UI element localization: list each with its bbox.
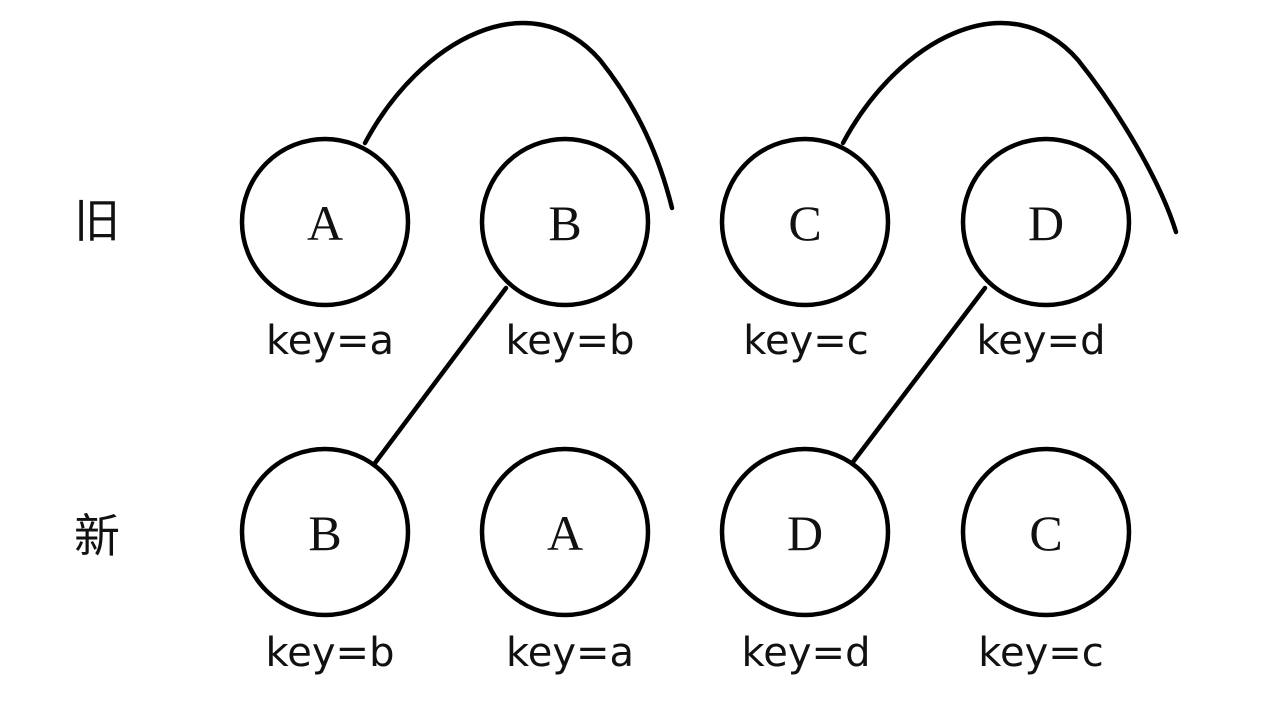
move-arrow-a-after-b: [362, 20, 675, 211]
node-circle: [239, 136, 411, 308]
node-circle: [960, 136, 1132, 308]
node-key-label: key=a: [266, 318, 394, 364]
node-letter: B: [548, 195, 581, 251]
old-node-c: C key=c: [719, 136, 891, 364]
move-arrow-c-after-d: [840, 20, 1179, 235]
row-label-old: 旧: [74, 194, 120, 248]
node-letter: D: [787, 505, 823, 561]
node-letter: C: [1029, 505, 1062, 561]
new-node-d: D key=d: [719, 446, 891, 676]
node-key-label: key=b: [266, 630, 395, 676]
node-key-label: key=d: [742, 630, 871, 676]
node-key-label: key=c: [978, 630, 1104, 676]
node-circle: [479, 136, 651, 308]
node-key-label: key=c: [743, 318, 869, 364]
row-label-new: 新: [74, 509, 120, 563]
node-letter: D: [1028, 195, 1064, 251]
node-key-label: key=a: [506, 630, 634, 676]
old-node-b: B key=b: [479, 136, 651, 364]
node-circle: [239, 446, 411, 618]
node-circle: [960, 446, 1132, 618]
node-key-label: key=b: [506, 318, 635, 364]
node-key-label: key=d: [977, 318, 1106, 364]
old-node-a: A key=a: [239, 136, 411, 364]
node-letter: A: [547, 505, 583, 561]
node-letter: B: [308, 505, 341, 561]
node-circle: [479, 446, 651, 618]
reuse-arrow-d: [850, 285, 988, 465]
node-letter: C: [788, 195, 821, 251]
old-node-d: D key=d: [960, 136, 1132, 364]
new-node-c: C key=c: [960, 446, 1132, 676]
node-circle: [719, 446, 891, 618]
node-letter: A: [307, 195, 343, 251]
reuse-arrow-b: [372, 285, 509, 466]
new-node-a: A key=a: [479, 446, 651, 676]
new-node-b: B key=b: [239, 446, 411, 676]
node-circle: [719, 136, 891, 308]
